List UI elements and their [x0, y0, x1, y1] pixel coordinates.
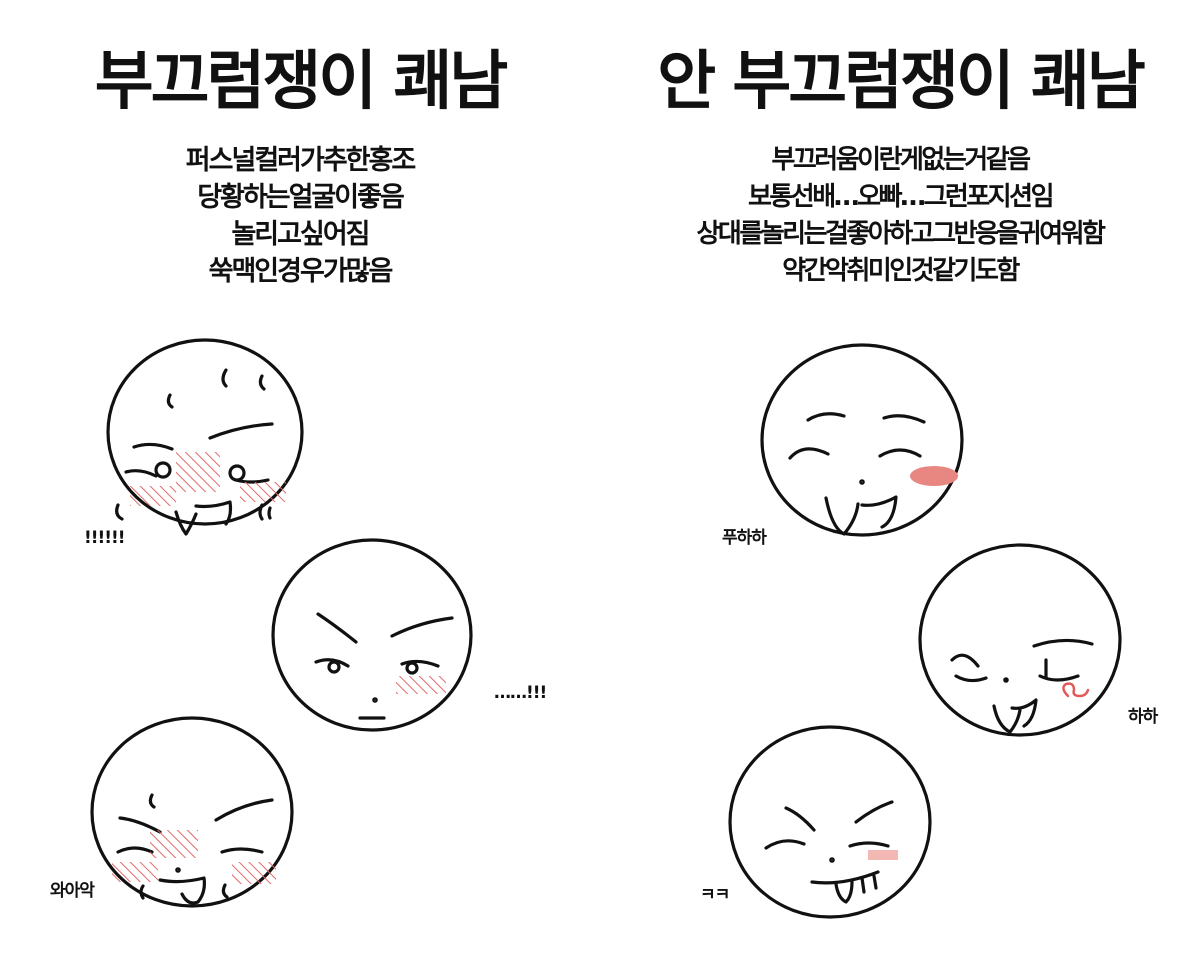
shy-face-flustered-blush-center: [176, 452, 220, 492]
shy-face-yelling-sound: 와아악: [50, 881, 95, 901]
shy-description: 퍼스널컬러가추한홍조 당황하는얼굴이좋음 놀리고싶어짐 쑥맥인경우가많음: [0, 142, 600, 290]
shy-face-flustered-sound: !!!!!!: [84, 528, 126, 548]
shy-line-4: 쑥맥인경우가많음: [208, 256, 394, 287]
not-shy-face-laughing: [760, 343, 964, 537]
not-shy-title: 안 부끄럼쟁이 쾌남: [657, 45, 1146, 119]
not-shy-face-laughing-sound: 푸하하: [722, 528, 767, 548]
not-shy-column: 안 부끄럼쟁이 쾌남 부끄러움이란게없는거같음 보통선배…오빠…그런포지션임 상…: [600, 0, 1200, 960]
not-shy-line-4: 약간악취미인것같기도함: [782, 256, 1020, 286]
shy-line-3: 놀리고싶어짐: [231, 219, 370, 250]
shy-face-yelling: [90, 716, 294, 908]
not-shy-face-grinning-sound: ㅋㅋ: [700, 885, 730, 905]
shy-face-speechless-blush: [396, 676, 446, 694]
shy-face-yelling-blush-left: [112, 862, 158, 882]
shy-line-1: 퍼스널컬러가추한홍조: [185, 145, 416, 176]
shy-face-flustered-blush-right: [240, 482, 286, 502]
not-shy-face-smirking: [918, 543, 1122, 737]
shy-face-speechless: [271, 538, 473, 732]
shy-line-2: 당황하는얼굴이좋음: [197, 182, 405, 213]
not-shy-line-2: 보통선배…오빠…그런포지션임: [747, 182, 1055, 212]
not-shy-face-laughing-blush: [910, 466, 958, 486]
not-shy-face-smirking-sound: 하하: [1128, 707, 1158, 727]
not-shy-line-3: 상대를놀리는걸좋아하고그반응을귀여워함: [696, 219, 1106, 249]
shy-face-yelling-blush-center: [150, 830, 198, 858]
not-shy-description: 부끄러움이란게없는거같음 보통선배…오빠…그런포지션임 상대를놀리는걸좋아하고그…: [600, 142, 1200, 290]
shy-face-flustered-blush-left: [130, 486, 176, 506]
shy-column: 부끄럼쟁이 쾌남 퍼스널컬러가추한홍조 당황하는얼굴이좋음 놀리고싶어짐 쑥맥인…: [0, 45, 600, 290]
shy-face-yelling-blush-right: [232, 862, 276, 884]
not-shy-line-1: 부끄러움이란게없는거같음: [771, 145, 1031, 175]
not-shy-face-grinning: [728, 725, 932, 919]
not-shy-face-grinning-blush: [868, 850, 898, 860]
shy-face-speechless-sound: ……!!!: [494, 683, 547, 703]
not-shy-face-smirking-blush: [1062, 682, 1090, 698]
shy-title: 부끄럼쟁이 쾌남: [94, 45, 508, 119]
